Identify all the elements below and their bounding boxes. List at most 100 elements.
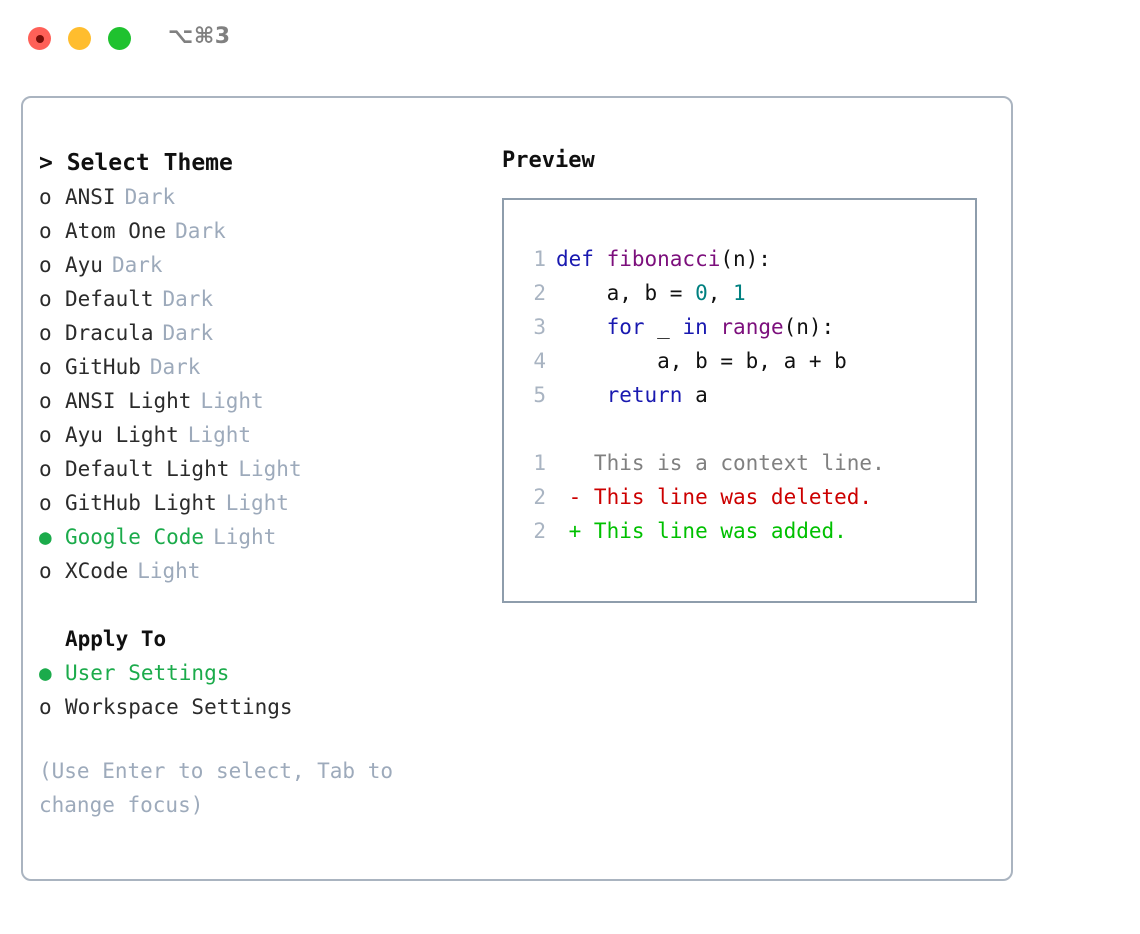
code-line: 5 return a	[516, 378, 975, 412]
theme-option-ayu-light[interactable]: o Ayu Light Light	[39, 418, 469, 452]
code-token-plain: (n):	[783, 315, 835, 339]
theme-option-dracula[interactable]: o Dracula Dark	[39, 316, 469, 350]
radio-unselected-icon: o	[39, 185, 52, 209]
theme-option-github[interactable]: o GitHub Dark	[39, 350, 469, 384]
code-line-text: return a	[556, 378, 708, 412]
theme-option-tag: Light	[238, 457, 302, 481]
apply-to-option-user-settings[interactable]: ●User Settings	[39, 656, 469, 690]
code-token-kw: in	[682, 315, 708, 339]
theme-option-label: ANSI Light	[65, 389, 192, 413]
minimize-button-icon[interactable]	[68, 27, 91, 50]
theme-option-label: Dracula	[65, 321, 154, 345]
diff-line-add: 2 + This line was added.	[516, 514, 975, 548]
theme-option-label: Google Code	[65, 525, 205, 549]
theme-option-tag: Light	[137, 559, 201, 583]
code-token-plain: (n):	[720, 247, 771, 271]
theme-option-github-light[interactable]: o GitHub Light Light	[39, 486, 469, 520]
radio-unselected-icon: o	[39, 321, 52, 345]
window-title: ⌥⌘3	[168, 24, 231, 49]
preview-title: Preview	[502, 148, 595, 173]
code-line-text: a, b = 0, 1	[556, 276, 746, 310]
code-line-text: for _ in range(n):	[556, 310, 835, 344]
code-line: 4 a, b = b, a + b	[516, 344, 975, 378]
radio-selected-icon: ●	[39, 661, 52, 685]
code-token-kw: return	[606, 383, 683, 407]
theme-option-label: GitHub Light	[65, 491, 217, 515]
theme-option-tag: Dark	[149, 355, 201, 379]
apply-to-option-label: Workspace Settings	[65, 695, 293, 719]
diff-line-text: - This line was deleted.	[556, 485, 873, 509]
code-token-plain: a, b =	[556, 281, 696, 305]
theme-option-xcode[interactable]: o XCode Light	[39, 554, 469, 588]
line-number: 3	[533, 315, 546, 339]
code-line-text: a, b = b, a + b	[556, 344, 847, 378]
radio-unselected-icon: o	[39, 355, 52, 379]
code-token-plain: a, b = b, a + b	[556, 349, 847, 373]
code-token-fn: range	[720, 315, 784, 339]
title-bar: ⌥⌘3	[0, 0, 1140, 78]
radio-selected-icon: ●	[39, 525, 52, 549]
radio-unselected-icon: o	[39, 457, 52, 481]
radio-unselected-icon: o	[39, 423, 52, 447]
theme-option-tag: Light	[225, 491, 289, 515]
close-button-icon[interactable]	[28, 27, 51, 50]
theme-option-google-code[interactable]: ● Google Code Light	[39, 520, 469, 554]
theme-option-label: Default Light	[65, 457, 230, 481]
theme-option-tag: Dark	[162, 321, 214, 345]
code-token-plain	[708, 315, 721, 339]
line-number: 2	[533, 281, 546, 305]
theme-option-default-light[interactable]: o Default Light Light	[39, 452, 469, 486]
code-diff-spacer	[516, 412, 975, 446]
select-theme-header: > Select Theme	[39, 150, 233, 176]
theme-option-tag: Dark	[124, 185, 176, 209]
code-token-plain	[556, 315, 607, 339]
radio-unselected-icon: o	[39, 287, 52, 311]
theme-option-label: GitHub	[65, 355, 141, 379]
line-number: 4	[533, 349, 546, 373]
code-token-kw: for	[606, 315, 645, 339]
theme-option-tag: Light	[187, 423, 252, 447]
radio-unselected-icon: o	[39, 491, 52, 515]
code-line: 2 a, b = 0, 1	[516, 276, 975, 310]
theme-option-default[interactable]: o Default Dark	[39, 282, 469, 316]
diff-line-ctx: 1 This is a context line.	[516, 446, 975, 480]
code-token-num: 1	[733, 281, 746, 305]
theme-option-label: Ayu Light	[65, 423, 179, 447]
code-token-fn: fibonacci	[606, 247, 721, 271]
line-number: 1	[533, 451, 546, 475]
theme-option-tag: Dark	[162, 287, 214, 311]
code-line: 3 for _ in range(n):	[516, 310, 975, 344]
radio-unselected-icon: o	[39, 253, 52, 277]
zoom-button-icon[interactable]	[108, 27, 131, 50]
theme-option-tag: Light	[213, 525, 277, 549]
radio-unselected-icon: o	[39, 559, 52, 583]
diff-sample: 1 This is a context line.2 - This line w…	[516, 446, 975, 548]
line-number: 2	[533, 519, 546, 543]
line-number: 2	[533, 485, 546, 509]
line-number: 5	[533, 383, 546, 407]
apply-to-header: Apply To	[65, 627, 167, 651]
theme-option-label: Ayu	[65, 253, 103, 277]
code-token-kw: def	[556, 247, 607, 271]
theme-option-label: XCode	[65, 559, 129, 583]
diff-line-del: 2 - This line was deleted.	[516, 480, 975, 514]
theme-option-tag: Light	[200, 389, 264, 413]
theme-option-label: Atom One	[65, 219, 167, 243]
diff-line-text: This is a context line.	[556, 451, 885, 475]
theme-option-label: Default	[65, 287, 154, 311]
code-token-plain	[556, 383, 607, 407]
